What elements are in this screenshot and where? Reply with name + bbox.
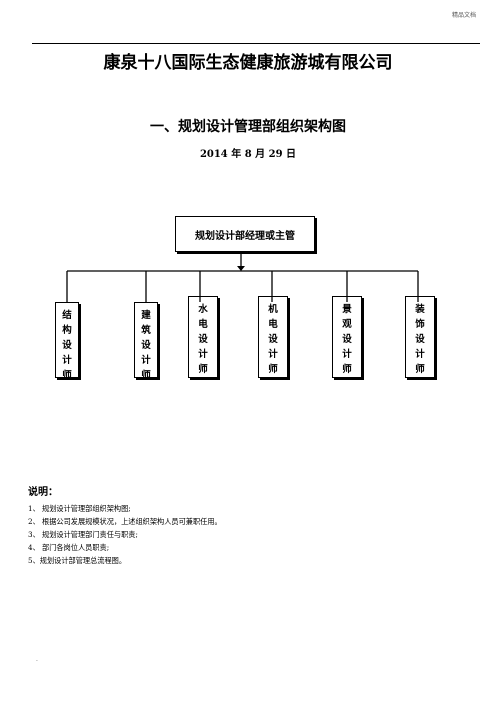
position-box-structural: 结 构 设 计 师 <box>55 302 79 381</box>
position-char: 设 <box>342 334 352 345</box>
notes-list: 1、 规划设计管理部组织架构图; 2、 根据公司发展规模状况，上述组织架构人员可… <box>28 502 222 567</box>
position-char: 计 <box>342 349 352 360</box>
position-char: 设 <box>415 334 425 345</box>
position-box-landscape: 景 观 设 计 师 <box>332 296 362 378</box>
position-char: 设 <box>141 340 151 351</box>
position-char: 计 <box>62 355 72 366</box>
list-item: 4、 部门各岗位人员职责; <box>28 543 110 552</box>
position-char: 电 <box>268 319 278 330</box>
position-char: 装 <box>415 304 425 315</box>
position-char: 师 <box>268 364 278 375</box>
section-title: 一、规划设计管理部组织架构图 <box>150 119 346 135</box>
position-char: 设 <box>62 340 72 351</box>
position-box-water-electric: 水 电 设 计 师 <box>188 296 218 378</box>
connector-arrow <box>237 266 245 271</box>
position-box-decoration: 装 饰 设 计 师 <box>405 296 435 378</box>
position-char: 饰 <box>415 319 425 330</box>
list-item: 3、 规划设计管理部门责任与职责; <box>28 530 138 539</box>
list-item: 1、 规划设计管理部组织架构图; <box>28 504 131 513</box>
header-tag: 精品文档 <box>451 12 476 19</box>
position-char: 筑 <box>141 325 151 336</box>
position-char: 观 <box>342 319 352 330</box>
position-char: 建 <box>141 310 151 321</box>
position-char: 师 <box>198 364 208 375</box>
footer-mark: . <box>36 656 38 663</box>
position-char: 计 <box>415 349 425 360</box>
list-item: 2、 根据公司发展规模状况，上述组织架构人员可兼职任用。 <box>28 517 222 526</box>
list-item: 5、规划设计部管理总流程图。 <box>28 556 127 565</box>
document-date: 2014 年 8 月 29 日 <box>199 149 297 160</box>
org-top-box: 规划设计部经理或主管 <box>175 216 315 252</box>
org-top-label: 规划设计部经理或主管 <box>195 230 295 242</box>
position-char: 设 <box>198 334 208 345</box>
position-char: 水 <box>198 304 208 315</box>
position-box-architectural: 建 筑 设 计 师 <box>134 302 158 381</box>
company-name: 康泉十八国际生态健康旅游城有限公司 <box>103 53 393 73</box>
position-char: 机 <box>268 304 278 315</box>
position-box-mechanical-electrical: 机 电 设 计 师 <box>258 296 288 378</box>
header-rule <box>32 43 480 44</box>
position-char: 师 <box>141 370 151 381</box>
position-char: 师 <box>62 370 72 381</box>
notes-heading: 说明： <box>28 487 58 498</box>
position-char: 师 <box>342 364 352 375</box>
position-char: 设 <box>268 334 278 345</box>
position-char: 景 <box>342 304 352 315</box>
position-char: 电 <box>198 319 208 330</box>
position-char: 师 <box>415 364 425 375</box>
position-char: 构 <box>62 325 72 336</box>
position-char: 结 <box>62 310 72 321</box>
position-char: 计 <box>268 349 278 360</box>
position-char: 计 <box>198 349 208 360</box>
position-char: 计 <box>141 355 151 366</box>
